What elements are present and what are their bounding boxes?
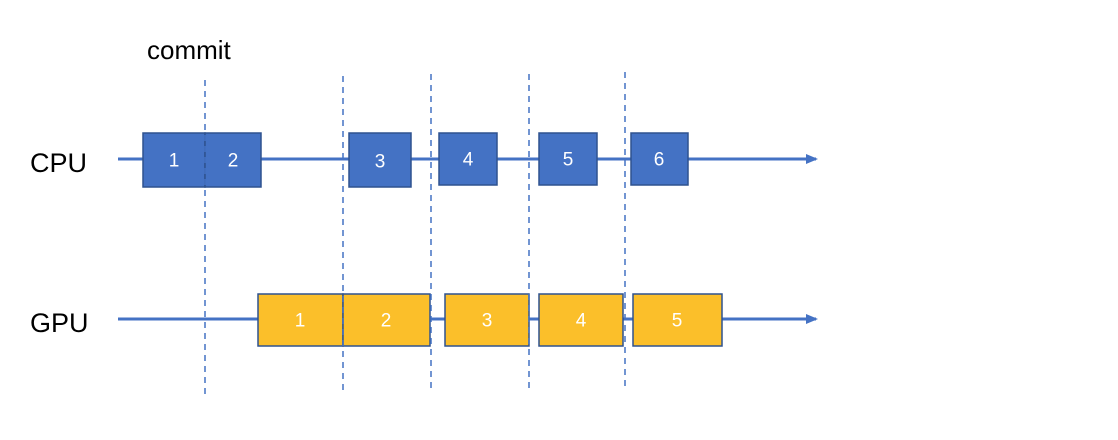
gpu-row-label: GPU xyxy=(30,308,89,338)
gpu-frame-3-box xyxy=(444,293,530,347)
gpu-frame-2-box xyxy=(342,293,431,347)
gpu-frame-4-label: 4 xyxy=(576,311,587,332)
cpu-frame-5-box xyxy=(538,132,598,186)
gpu-frame-3-label: 3 xyxy=(482,311,493,332)
cpu-frames: 1 2 3 4 5 6 xyxy=(142,132,689,188)
cpu-frame-1-label: 1 xyxy=(169,151,180,172)
cpu-frame-4-box xyxy=(438,132,498,186)
cpu-frame-6-label: 6 xyxy=(654,150,665,171)
gpu-frames: 1 2 3 4 5 xyxy=(257,293,723,347)
gpu-frame-4-box xyxy=(538,293,624,347)
cpu-frame-2-box xyxy=(204,132,262,188)
cpu-frame-3-label: 3 xyxy=(375,152,386,173)
gpu-frame-5-box xyxy=(632,293,723,347)
cpu-frame-6-box xyxy=(630,132,689,186)
gpu-frame-1-label: 1 xyxy=(295,311,306,332)
gpu-frame-2-label: 2 xyxy=(381,311,392,332)
cpu-row-label: CPU xyxy=(30,148,87,178)
cpu-frame-2-label: 2 xyxy=(228,151,239,172)
commit-annotation: commit xyxy=(147,35,232,65)
commit-dividers xyxy=(204,72,626,395)
gpu-frame-5-label: 5 xyxy=(672,311,683,332)
cpu-frame-4-label: 4 xyxy=(463,150,474,171)
cpu-frame-3-box xyxy=(348,132,412,188)
cpu-frame-5-label: 5 xyxy=(563,150,574,171)
